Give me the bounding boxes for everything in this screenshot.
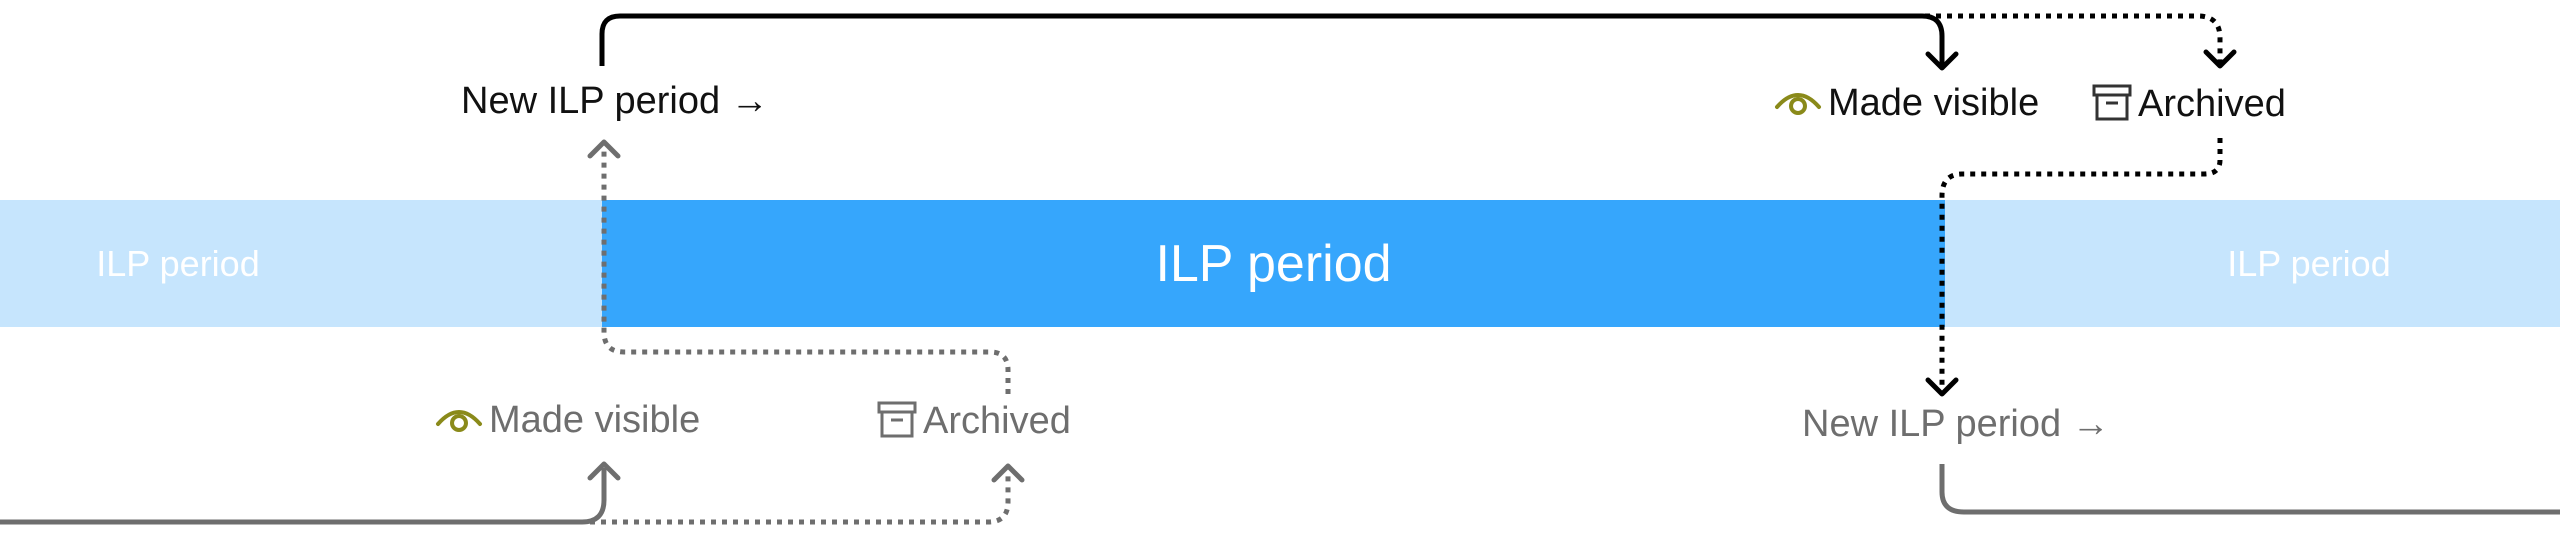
previous-made-visible-text: Made visible: [489, 399, 701, 441]
arrow-archived-to-next-period: [1939, 138, 2223, 392]
archive-box-icon: [877, 401, 917, 446]
previous-archived: Archived: [877, 401, 1071, 446]
arrowhead-prev-archived: [991, 463, 1025, 483]
arrow-prev-visible-to-archived: [590, 472, 1011, 525]
previous-period-label: ILP period: [96, 242, 260, 284]
current-archived: Archived: [2092, 84, 2286, 129]
arrowhead-archived: [2203, 49, 2237, 69]
arrow-prev-archived-to-current: [601, 148, 1011, 394]
arrow-new-to-visible: [599, 13, 1945, 68]
current-made-visible: Made visible: [1774, 84, 2039, 128]
arrowhead-made-visible: [1925, 51, 1959, 71]
current-archived-text: Archived: [2138, 83, 2286, 125]
eye-icon: [1774, 85, 1822, 128]
arrow-visible-to-archived: [1870, 13, 2223, 64]
previous-archived-text: Archived: [923, 400, 1071, 442]
eye-icon: [435, 402, 483, 445]
next-new-period-label: New ILP period →: [1802, 403, 2110, 445]
current-new-period-label: New ILP period →: [461, 80, 769, 122]
previous-made-visible: Made visible: [435, 401, 700, 445]
arrowhead-prev-visible: [587, 461, 621, 481]
current-period-band: ILP period: [602, 200, 1945, 327]
arrowhead-current-period: [587, 139, 621, 159]
arrow-prev-to-visible: [0, 468, 607, 525]
current-period-label: ILP period: [1155, 234, 1392, 293]
archive-box-icon: [2092, 84, 2132, 129]
next-period-band: ILP period: [1945, 200, 2560, 327]
arrowhead-next-period: [1925, 377, 1959, 397]
next-period-label: ILP period: [2227, 242, 2391, 284]
previous-period-band: ILP period: [0, 200, 602, 327]
current-made-visible-text: Made visible: [1828, 82, 2040, 124]
arrow-next-outgoing: [1939, 464, 2560, 515]
